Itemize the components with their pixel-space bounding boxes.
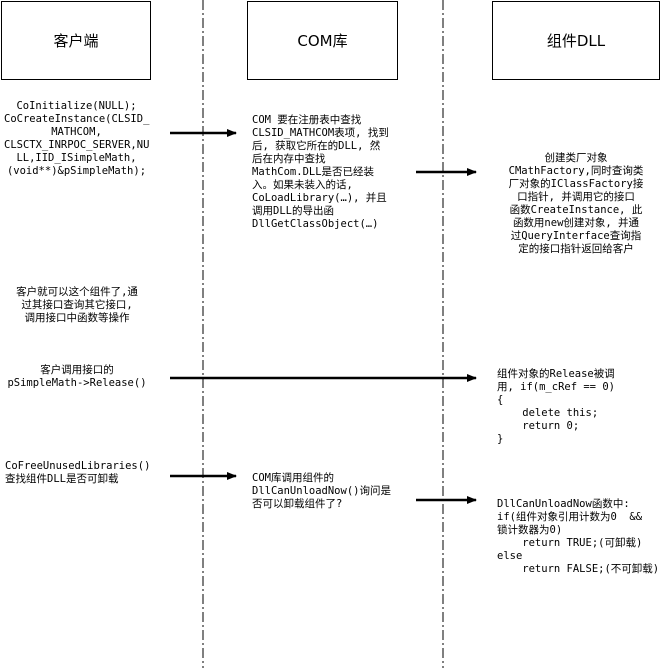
dll-canunload-text: DllCanUnloadNow函数中: if(组件对象引用计数为0 && 锁计数… bbox=[497, 498, 660, 575]
client-use-text: 客户就可以这个组件了,通 过其接口查询其它接口, 调用接口中函数等操作 bbox=[16, 286, 138, 324]
client-create-text: CoInitialize(NULL); CoCreateInstance(CLS… bbox=[4, 100, 150, 177]
com-lib-header-label: COM库 bbox=[297, 32, 348, 50]
com-lookup-text: COM 要在注册表中查找 CLSID_MATHCOM表项, 找到 后, 获取它所… bbox=[252, 114, 389, 230]
client-header-label: 客户端 bbox=[53, 32, 99, 50]
client-free-text: CoFreeUnusedLibraries() 查找组件DLL是否可卸载 bbox=[5, 460, 151, 485]
component-dll-header-label: 组件DLL bbox=[546, 32, 606, 50]
client-release-text: 客户调用接口的 pSimpleMath->Release() bbox=[7, 364, 147, 389]
client-header-box: 客户端 bbox=[1, 1, 151, 80]
dll-release-text: 组件对象的Release被调 用, if(m_cRef == 0) { dele… bbox=[497, 368, 615, 445]
component-dll-header-box: 组件DLL bbox=[492, 1, 660, 80]
dll-factory-text: 创建类厂对象 CMathFactory,同时查询类 厂对象的IClassFact… bbox=[508, 152, 644, 255]
com-canunload-text: COM库调用组件的 DllCanUnloadNow()询问是 否可以卸载组件了? bbox=[252, 472, 391, 510]
com-lib-header-box: COM库 bbox=[247, 1, 398, 80]
